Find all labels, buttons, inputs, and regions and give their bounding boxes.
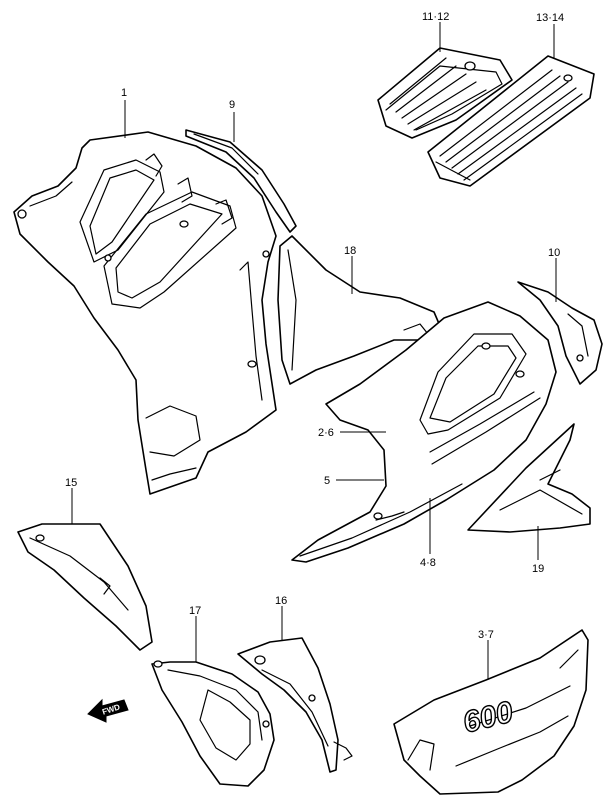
part-11-12-vent-grille bbox=[377, 47, 513, 139]
callout-11-12: 11·12 bbox=[422, 11, 449, 23]
callout-5: 5 bbox=[324, 475, 330, 487]
callout-13-14: 13·14 bbox=[536, 12, 564, 24]
callout-9: 9 bbox=[229, 99, 235, 111]
part-10-bracket-panel bbox=[517, 281, 603, 385]
callout-18: 18 bbox=[344, 245, 356, 257]
callout-16: 16 bbox=[275, 595, 287, 607]
callout-19: 19 bbox=[532, 563, 544, 575]
callout-17: 17 bbox=[189, 605, 201, 617]
part-9-trim-strip bbox=[185, 129, 297, 233]
part-2-6-lower-fairing bbox=[291, 301, 557, 563]
callout-15: 15 bbox=[65, 477, 77, 489]
callout-1: 1 bbox=[121, 87, 127, 99]
part-1-side-fairing bbox=[13, 131, 277, 495]
part-19-deflector bbox=[467, 423, 591, 533]
callout-4-8: 4·8 bbox=[420, 557, 436, 569]
part-16-inner-cover bbox=[237, 637, 353, 773]
forward-arrow-icon bbox=[87, 698, 129, 723]
callout-3-7: 3·7 bbox=[478, 629, 494, 641]
callout-2-6: 2·6 bbox=[318, 427, 334, 439]
part-13-14-vent-grille bbox=[427, 55, 595, 187]
part-15-under-cowl bbox=[17, 523, 153, 651]
leader-lines bbox=[71, 22, 557, 680]
callout-10: 10 bbox=[548, 247, 560, 259]
part-3-7-decal-fairing bbox=[393, 629, 589, 795]
part-17-lower-cover bbox=[151, 660, 275, 787]
